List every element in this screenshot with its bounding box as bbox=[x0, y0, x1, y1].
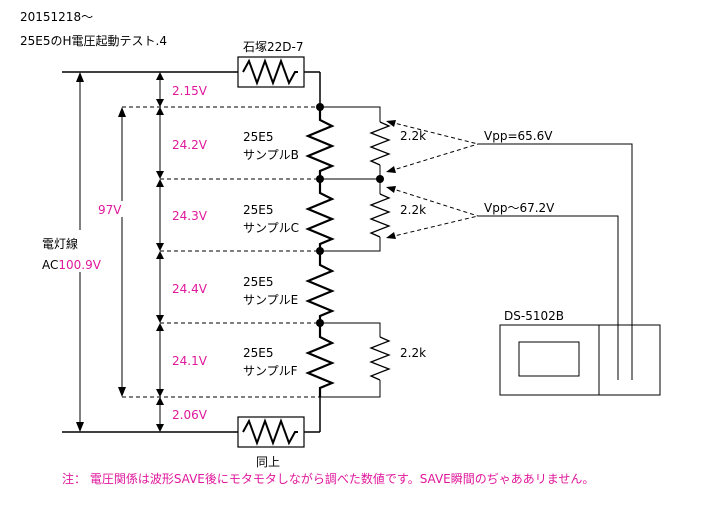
probe1-upper-dash bbox=[389, 121, 479, 145]
mains-arrow-top bbox=[76, 72, 84, 82]
tube-e-type: 25E5 bbox=[243, 275, 274, 289]
mains-prefix: AC bbox=[42, 258, 58, 272]
dim-b bbox=[156, 107, 164, 179]
pot-3-value: 2.2k bbox=[400, 346, 426, 360]
thermistor-top-label: 石塚22D-7 bbox=[243, 40, 303, 54]
tube-b-sample: サンプルB bbox=[243, 148, 299, 162]
dim-top bbox=[156, 72, 164, 107]
voltage-b: 24.2V bbox=[172, 138, 208, 152]
oscilloscope-model: DS-5102B bbox=[504, 309, 564, 323]
dim-bottom bbox=[156, 397, 164, 432]
thermistor-top-zigzag bbox=[242, 58, 298, 86]
total-label-bg bbox=[96, 201, 130, 217]
probe1-upper-arrow bbox=[386, 120, 396, 127]
dim-e bbox=[156, 251, 164, 323]
probe2-upper-arrow bbox=[386, 186, 396, 193]
mains-arrow-bottom bbox=[76, 422, 84, 432]
total-arrow-bottom bbox=[118, 387, 126, 397]
tube-f-sample: サンプルF bbox=[243, 364, 298, 378]
probe2-lead bbox=[478, 215, 619, 380]
tube-c-sample: サンプルC bbox=[243, 221, 299, 235]
diagram-title: 25E5のH電圧起動テスト.4 bbox=[20, 34, 167, 48]
mains-voltage: AC100.9V bbox=[42, 258, 102, 272]
probe2-lower-arrow bbox=[386, 232, 396, 239]
total-voltage: 97V bbox=[98, 203, 122, 217]
probe2-vpp: Vpp～67.2V bbox=[484, 201, 555, 215]
oscilloscope-body bbox=[499, 324, 661, 396]
total-arrow-top bbox=[118, 107, 126, 117]
tube-e-sample: サンプルE bbox=[243, 293, 298, 307]
probe1-lead bbox=[478, 143, 633, 380]
oscilloscope-screen bbox=[518, 341, 580, 377]
pot-3 bbox=[320, 322, 391, 398]
voltage-e: 24.4V bbox=[172, 282, 208, 296]
tube-e-resistor bbox=[305, 251, 335, 323]
tube-f-resistor bbox=[305, 323, 335, 397]
mains-label-bg bbox=[40, 230, 116, 272]
footnote: 注： 電圧関係は波形SAVE後にモタモタしながら調べた数値です。SAVE瞬間のぢ… bbox=[62, 471, 594, 486]
voltage-c: 24.3V bbox=[172, 209, 208, 223]
voltage-top: 2.15V bbox=[172, 84, 208, 98]
tube-c-resistor bbox=[305, 179, 335, 251]
mains-value: 100.9V bbox=[58, 258, 101, 272]
pot-2-value: 2.2k bbox=[400, 203, 426, 217]
thermistor-bottom-label: 同上 bbox=[256, 455, 280, 469]
pot-1-value: 2.2k bbox=[400, 129, 426, 143]
dim-c bbox=[156, 179, 164, 251]
tube-c-type: 25E5 bbox=[243, 203, 274, 217]
probe2-upper-dash bbox=[389, 187, 479, 217]
dim-f bbox=[156, 323, 164, 397]
voltage-bottom: 2.06V bbox=[172, 408, 208, 422]
probe1-lower-dash bbox=[389, 143, 479, 172]
tube-b-resistor bbox=[305, 107, 335, 179]
pot-1 bbox=[320, 106, 391, 180]
tube-f-type: 25E5 bbox=[243, 346, 274, 360]
date-line: 20151218～ bbox=[20, 10, 93, 24]
pot-2 bbox=[320, 179, 391, 252]
probe1-vpp: Vpp=65.6V bbox=[484, 129, 553, 143]
tube-b-type: 25E5 bbox=[243, 130, 274, 144]
probe1-lower-arrow bbox=[386, 166, 396, 173]
thermistor-bottom-zigzag bbox=[242, 418, 298, 446]
voltage-f: 24.1V bbox=[172, 354, 208, 368]
mains-label: 電灯線 bbox=[42, 236, 78, 251]
probe2-lower-dash bbox=[389, 215, 479, 238]
